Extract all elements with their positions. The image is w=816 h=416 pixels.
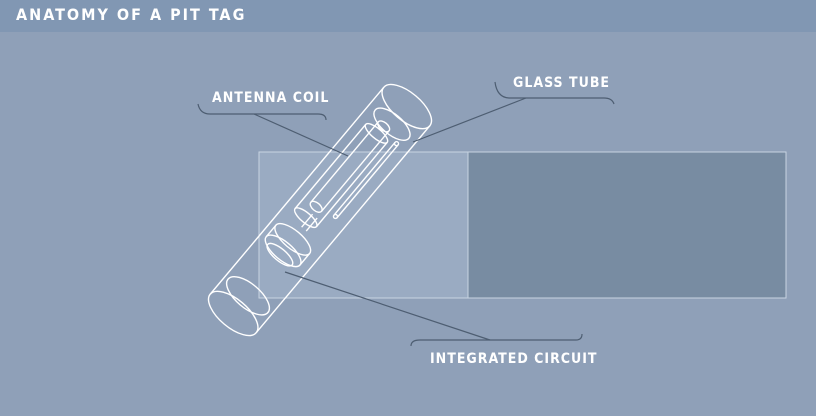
header-band: ANATOMY OF A PIT TAG	[0, 0, 816, 32]
integrated-circuit-leader	[284, 271, 491, 341]
glass-tube-leader	[412, 97, 527, 143]
antenna-coil-label: ANTENNA COIL	[212, 90, 330, 106]
antenna-coil-bracket	[197, 103, 327, 121]
integrated-circuit-label: INTEGRATED CIRCUIT	[430, 351, 598, 367]
light-panel	[258, 151, 470, 299]
tube-end-bottom-inner	[225, 276, 271, 316]
antenna-coil-shape	[293, 120, 400, 232]
glass-tube-label: GLASS TUBE	[513, 75, 611, 91]
leader-lines	[197, 81, 615, 347]
dark-panel	[467, 151, 787, 299]
glass-tube	[207, 83, 433, 337]
integrated-circuit-shape	[264, 222, 312, 268]
tube-end-top	[381, 83, 433, 130]
page-title: ANATOMY OF A PIT TAG	[16, 5, 247, 24]
glass-tube-bracket	[494, 81, 615, 105]
tube-end-bottom	[207, 290, 259, 337]
antenna-coil-leader	[253, 113, 349, 157]
integrated-circuit-bracket	[410, 333, 583, 347]
